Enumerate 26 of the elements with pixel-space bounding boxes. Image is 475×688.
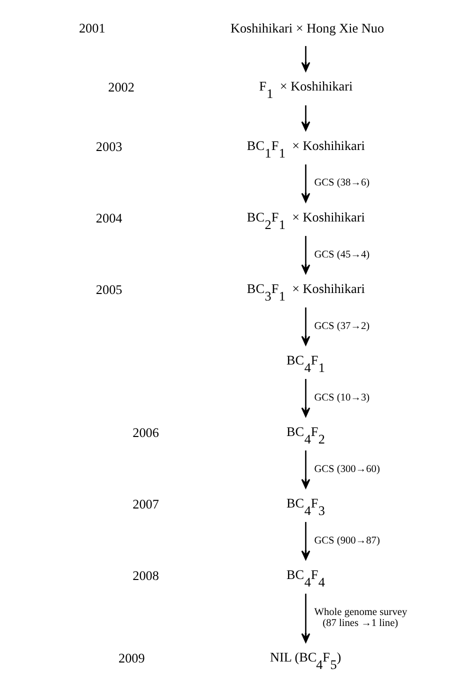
arrow (300, 594, 310, 643)
edge-label: GCS (45→4) (314, 249, 370, 260)
label: 2006 (132, 424, 158, 440)
label: 2002 (108, 80, 134, 95)
arrow (300, 522, 310, 560)
edge-label: GCS (38→6) (314, 178, 370, 189)
arrow (300, 236, 310, 274)
edge-label: GCS (10→3) (314, 392, 370, 404)
edge-label: Whole genome survey (87 lines →1 line) (314, 606, 407, 630)
arrow (300, 164, 310, 203)
label: 2003 (95, 138, 122, 154)
label: 2009 (118, 650, 144, 666)
label: 2004 (95, 210, 122, 226)
edge-label: GCS (37→2) (314, 320, 370, 332)
label: 2001 (78, 20, 105, 36)
arrow (300, 46, 310, 72)
label: 2008 (132, 568, 158, 583)
arrow (300, 307, 310, 346)
arrow (300, 450, 310, 489)
arrow (300, 378, 310, 418)
arrow (300, 105, 310, 131)
edge-label: GCS (300→60) (314, 464, 380, 475)
node-text: Koshihikari × Hong Xie Nuo (230, 20, 384, 36)
label: 2005 (95, 282, 122, 297)
label: 2007 (132, 496, 158, 512)
edge-label: GCS (900→87) (314, 535, 380, 546)
